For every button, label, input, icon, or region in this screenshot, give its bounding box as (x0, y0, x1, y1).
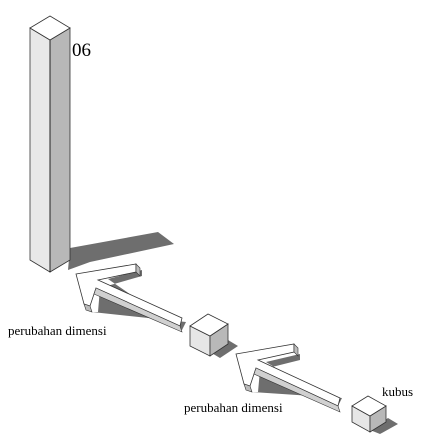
arrow-to-column-body (75, 263, 183, 327)
arrow-to-column-head-side-2 (135, 263, 141, 277)
column-front-face (29, 27, 51, 273)
middle-cube-top (189, 313, 229, 337)
column-side-face (49, 27, 71, 273)
cube-label: kubus (382, 384, 413, 399)
transform-label-right: perubahan dimensi (184, 400, 283, 415)
arrow-to-cube-head-side (243, 383, 253, 393)
arrow-to-column-side (93, 287, 183, 333)
arrow-to-cube-side (253, 367, 341, 413)
arrow-to-cube-body (235, 343, 341, 407)
column-top-face (29, 15, 71, 41)
middle-cube-shadow (210, 340, 238, 358)
arrow-to-column-head-side (83, 303, 93, 313)
arrow-to-cube-shadow (252, 354, 342, 406)
arrow-to-cube (235, 343, 342, 413)
tall-column (29, 15, 174, 273)
middle-cube (189, 313, 238, 358)
arrow-to-column (75, 263, 186, 333)
arrow-to-cube-head-side-2 (293, 343, 299, 357)
column-shadow (68, 232, 174, 270)
transform-label-left: perubahan dimensi (8, 323, 107, 338)
small-cube-top (351, 395, 387, 417)
arrow-to-column-shadow (92, 270, 186, 330)
small-cube-shadow (370, 418, 398, 434)
small-cube (351, 395, 398, 434)
column-number-label: 06 (72, 40, 91, 61)
